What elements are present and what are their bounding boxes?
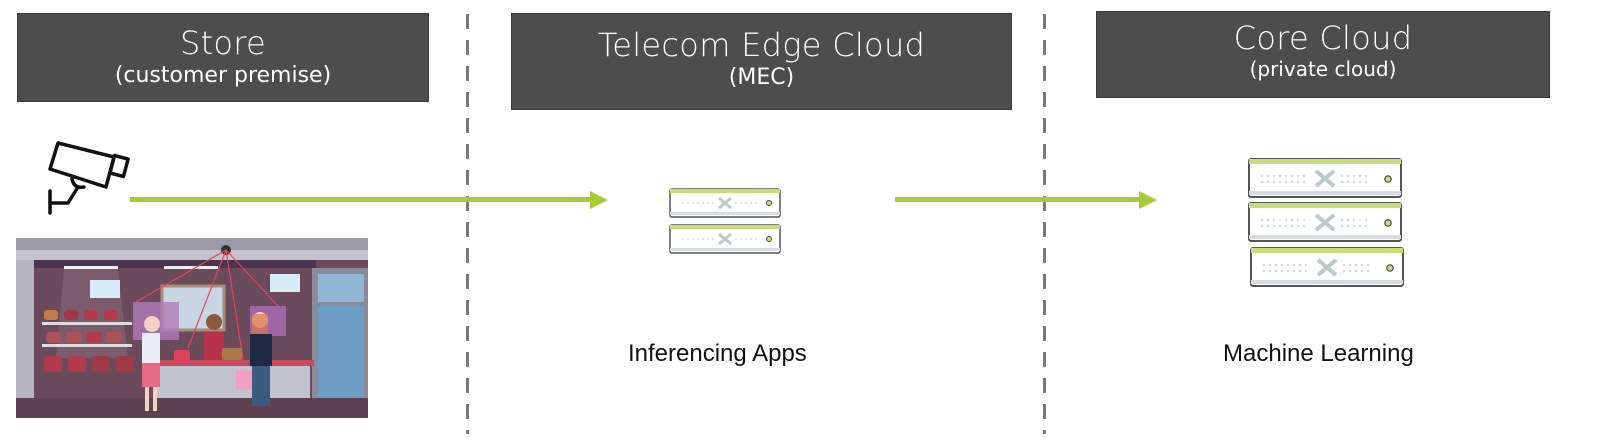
- edge-server-stack-icon: [669, 188, 781, 254]
- retail-store-illustration: [16, 238, 368, 418]
- security-camera-icon: [48, 141, 130, 215]
- server-unit: [1248, 158, 1402, 198]
- flow-arrow-store-to-edge: [130, 191, 608, 209]
- server-unit: [669, 224, 781, 254]
- zone-divider: [466, 14, 469, 434]
- arrow-shaft: [895, 197, 1141, 202]
- server-unit: [669, 188, 781, 218]
- zone-subtitle: (private cloud): [1249, 57, 1397, 81]
- server-unit: [1250, 247, 1404, 287]
- arrow-head: [1139, 191, 1157, 209]
- zone-header-store: Store (customer premise): [17, 13, 429, 102]
- arrow-head: [590, 191, 608, 209]
- zone-header-core: Core Cloud (private cloud): [1096, 11, 1550, 98]
- server-unit: [1248, 202, 1402, 242]
- zone-header-edge: Telecom Edge Cloud (MEC): [511, 13, 1012, 110]
- zone-title: Core Cloud: [1233, 19, 1413, 57]
- arrow-shaft: [130, 197, 592, 202]
- zone-title: Store: [179, 24, 267, 62]
- zone-divider: [1043, 14, 1046, 434]
- caption-inferencing-apps: Inferencing Apps: [628, 340, 807, 367]
- core-server-stack-icon: [1248, 158, 1404, 287]
- caption-machine-learning: Machine Learning: [1223, 340, 1414, 367]
- zone-title: Telecom Edge Cloud: [597, 26, 926, 64]
- flow-arrow-edge-to-core: [895, 191, 1157, 209]
- zone-subtitle: (customer premise): [114, 63, 332, 88]
- zone-subtitle: (MEC): [728, 65, 795, 90]
